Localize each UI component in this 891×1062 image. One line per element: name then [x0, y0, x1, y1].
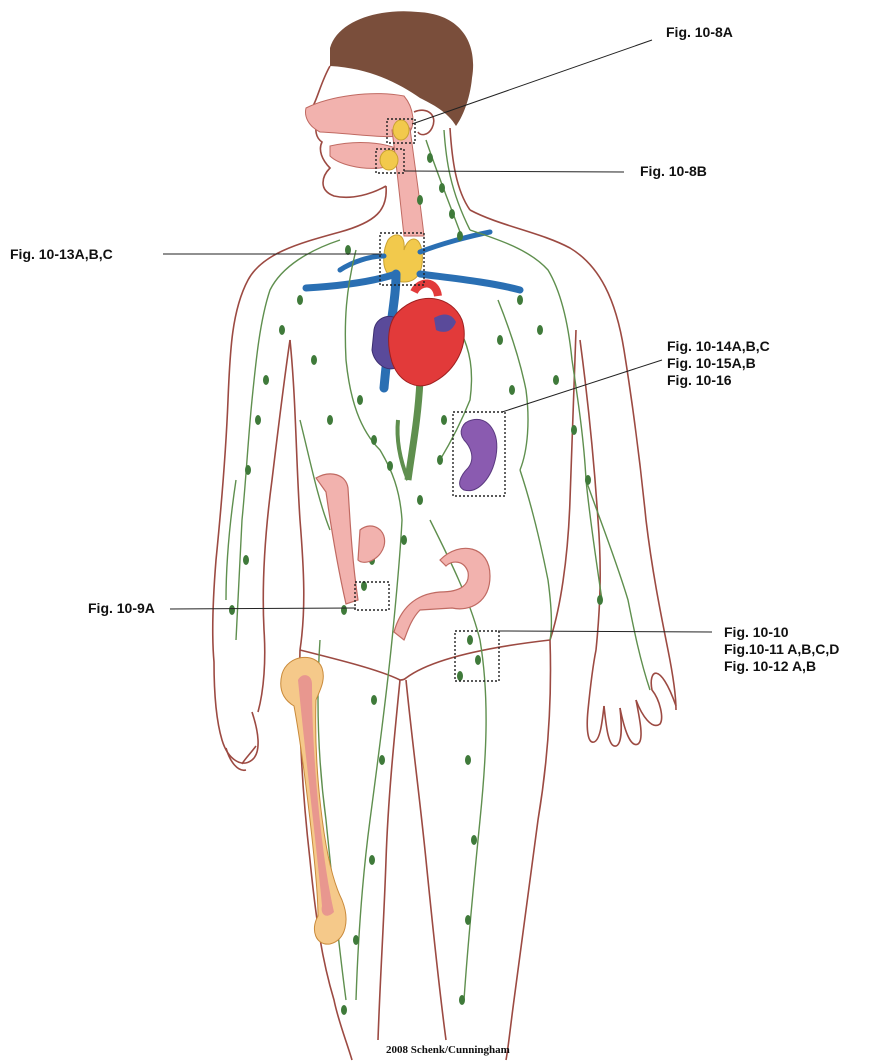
callout-fig-10-8b: Fig. 10-8B: [640, 163, 707, 180]
callout-spleen-fig-15: Fig. 10-15A,B: [667, 355, 756, 372]
callout-spleen-fig-16: Fig. 10-16: [667, 372, 732, 389]
callout-spleen-fig-14: Fig. 10-14A,B,C: [667, 338, 770, 355]
callout-node-fig-10-11: Fig.10-11 A,B,C,D: [724, 641, 839, 658]
callout-fig-10-13: Fig. 10-13A,B,C: [10, 246, 113, 263]
intestines: [316, 474, 490, 640]
adenoid: [380, 150, 398, 170]
femur: [281, 657, 346, 944]
image-credit: 2008 Schenk/Cunningham: [386, 1044, 510, 1056]
callout-node-fig-10-12: Fig. 10-12 A,B: [724, 658, 816, 675]
callout-fig-10-9a: Fig. 10-9A: [88, 600, 155, 617]
callout-node-fig-10-10: Fig. 10-10: [724, 624, 789, 641]
airway: [306, 94, 424, 236]
callout-fig-10-8a: Fig. 10-8A: [666, 24, 733, 41]
tonsil: [393, 120, 409, 140]
lymph-nodes: [229, 153, 603, 1015]
box-intestine: [355, 582, 389, 610]
spleen: [460, 419, 497, 490]
